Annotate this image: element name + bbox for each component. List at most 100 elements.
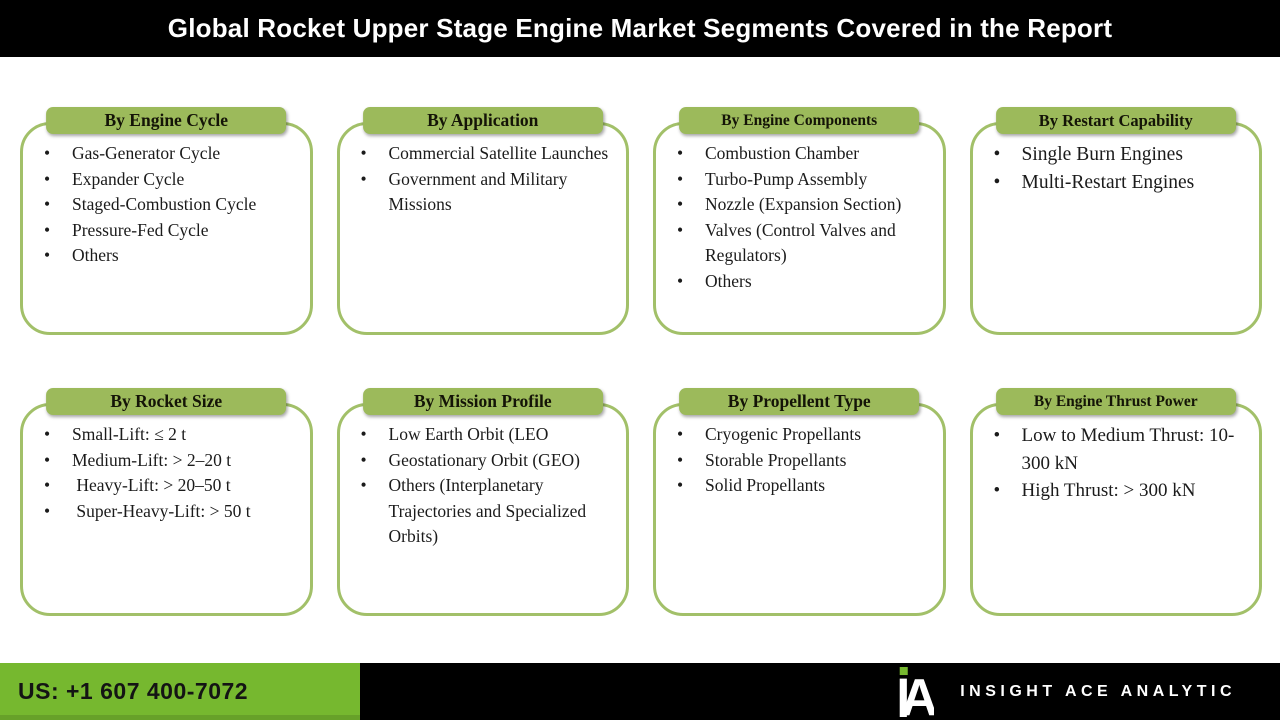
segment-item-text: Expander Cycle — [72, 168, 185, 189]
segment-items: •Combustion Chamber•Turbo-Pump Assembly•… — [653, 107, 946, 294]
segment-item: • Others — [42, 243, 301, 269]
bullet-icon: • — [993, 144, 1001, 165]
segment-item-text: Turbo-Pump Assembly — [705, 168, 868, 189]
segment-item-text: Others — [72, 245, 119, 266]
brand-bar: A INSIGHT ACE ANALYTIC — [360, 663, 1280, 720]
segment-box: By Restart Capability • Single Burn Engin… — [969, 107, 1263, 335]
bullet-icon: • — [993, 480, 1001, 502]
segment-item-text: Multi-Restart Engines — [1021, 172, 1195, 194]
segment-item-text: Others (Interplanetary Trajectories and … — [388, 475, 591, 547]
segment-item-text: Solid Propellants — [705, 475, 826, 496]
segment-item: • Cryogenic Propellants — [675, 422, 934, 448]
segment-header-label: By Engine Components — [721, 111, 878, 129]
segment-item: • Others — [675, 269, 934, 295]
segment-item: • Government and Military Missions — [359, 167, 618, 218]
segment-header-pill: By Engine Thrust Power — [995, 388, 1236, 415]
segment-item: • Single Burn Engines — [992, 141, 1251, 169]
bullet-icon: • — [677, 475, 684, 496]
segment-item-text: Gas-Generator Cycle — [72, 143, 221, 163]
segment-header-pill: By Rocket Size — [46, 388, 287, 415]
segment-header-label: By Engine Thrust Power — [1033, 392, 1198, 410]
segment-item-text: Single Burn Engines — [1021, 144, 1183, 165]
phone-number: US: +1 607 400-7072 — [18, 678, 249, 704]
segment-item-text: Cryogenic Propellants — [705, 424, 862, 444]
segment-item-text: Combustion Chamber — [705, 143, 860, 163]
segment-item-text: Small-Lift: ≤ 2 t — [72, 424, 187, 444]
segments-grid: By Engine Cycle •Gas-Generator Cycle•Exp… — [20, 107, 1262, 616]
segment-item-text: Storable Propellants — [705, 449, 847, 470]
bullet-icon: • — [44, 194, 51, 215]
bullet-icon: • — [44, 449, 51, 470]
segment-item: • Pressure-Fed Cycle — [42, 218, 301, 244]
bullet-icon: • — [677, 270, 684, 291]
segment-item: • Nozzle (Expansion Section) — [675, 192, 934, 218]
segment-box-frame — [336, 403, 629, 616]
segment-item: •Geostationary Orbit (GEO) — [359, 448, 618, 474]
segment-box: By Engine Thrust Power •Low to Medium Th… — [969, 388, 1262, 616]
segment-item-text: Super-Heavy-Lift: > 50 t — [72, 500, 251, 521]
segment-item-text: Government and Military Missions — [388, 168, 572, 215]
segment-item: • Others (Interplanetary Trajectories and… — [359, 473, 618, 550]
segment-item: • Staged-Combustion Cycle — [42, 192, 301, 218]
bullet-icon: • — [44, 500, 51, 521]
segment-item-text: Geostationary Orbit (GEO) — [388, 449, 580, 470]
bullet-icon: • — [44, 245, 51, 266]
bullet-icon: • — [44, 424, 51, 444]
segment-items: •Cryogenic Propellants•Storable Propella… — [653, 388, 946, 499]
segment-items: • Commercial Satellite Launches • Governmen… — [337, 107, 630, 218]
segment-item-text: Commercial Satellite Launches — [388, 143, 609, 163]
segment-header-label: By Application — [427, 110, 539, 130]
segment-item: • High Thrust: > 300 kN — [992, 477, 1251, 505]
segment-header-label: By Engine Cycle — [104, 110, 228, 130]
segment-header-label: By Restart Capability — [1038, 110, 1193, 130]
segment-box: By Rocket Size • Small-Lift: ≤ 2 t • Medium… — [20, 388, 313, 616]
segment-header-pill: By Engine Cycle — [46, 107, 287, 134]
segment-box: By Mission Profile •Low Earth Orbit (LEO… — [336, 388, 630, 616]
bullet-icon: • — [360, 143, 367, 163]
segment-item: • Turbo-Pump Assembly — [675, 167, 934, 193]
segment-item: • Gas-Generator Cycle — [42, 141, 301, 167]
bullet-icon: • — [360, 475, 367, 496]
segment-item: •Combustion Chamber — [675, 141, 934, 167]
segment-item: • Super-Heavy-Lift: > 50 t — [42, 499, 301, 525]
segment-header-pill: By Propellent Type — [679, 388, 920, 415]
segment-box: By Application • Commercial Satellite Lau… — [336, 107, 630, 335]
segment-item: • Solid Propellants — [675, 473, 934, 499]
segment-header-label: By Mission Profile — [413, 391, 552, 411]
segment-header-label: By Propellent Type — [727, 391, 871, 411]
segment-item: •Valves (Control Valves and Regulators) — [675, 218, 934, 269]
bullet-icon: • — [677, 424, 684, 444]
segment-item-text: High Thrust: > 300 kN — [1021, 480, 1196, 502]
bullet-icon: • — [677, 194, 684, 215]
segment-item: •Low to Medium Thrust: 10-300 kN — [992, 422, 1251, 477]
segment-item: •Expander Cycle — [42, 167, 301, 193]
segment-item-text: Others — [705, 270, 752, 291]
segment-item: •Storable Propellants — [675, 448, 934, 474]
segment-item: • Small-Lift: ≤ 2 t — [42, 422, 301, 448]
segment-item: • Medium-Lift: > 2–20 t — [42, 448, 301, 474]
segment-item: •Low Earth Orbit (LEO — [359, 422, 618, 448]
segment-box-frame — [336, 122, 629, 335]
segment-item-text: Medium-Lift: > 2–20 t — [72, 449, 232, 470]
segment-item-text: Nozzle (Expansion Section) — [705, 194, 902, 215]
phone-banner: US: +1 607 400-7072 — [0, 663, 360, 720]
segment-item: • Commercial Satellite Launches — [359, 141, 618, 167]
bullet-icon: • — [44, 475, 51, 496]
bullet-icon: • — [993, 425, 1001, 446]
segment-item-text: Pressure-Fed Cycle — [72, 219, 209, 240]
segment-items: •Low Earth Orbit (LEO•Geostationary Orbi… — [337, 388, 630, 550]
bullet-icon: • — [360, 424, 367, 444]
segment-items: • Single Burn Engines • Multi-Restart Engin… — [970, 107, 1263, 198]
segment-box: By Engine Cycle •Gas-Generator Cycle•Exp… — [20, 107, 313, 335]
segment-box-frame — [969, 403, 1262, 616]
segment-header-label: By Rocket Size — [110, 391, 223, 411]
segment-box: By Engine Components •Combustion Chamber… — [653, 107, 946, 335]
bullet-icon: • — [677, 168, 684, 189]
segment-item-text: Staged-Combustion Cycle — [72, 194, 257, 215]
bullet-icon: • — [993, 172, 1001, 194]
segment-header-pill: By Engine Components — [679, 107, 920, 134]
segment-item-text: Valves (Control Valves and Regulators) — [705, 219, 901, 266]
bullet-icon: • — [44, 219, 51, 240]
bullet-icon: • — [44, 143, 51, 163]
bullet-icon: • — [360, 168, 367, 189]
